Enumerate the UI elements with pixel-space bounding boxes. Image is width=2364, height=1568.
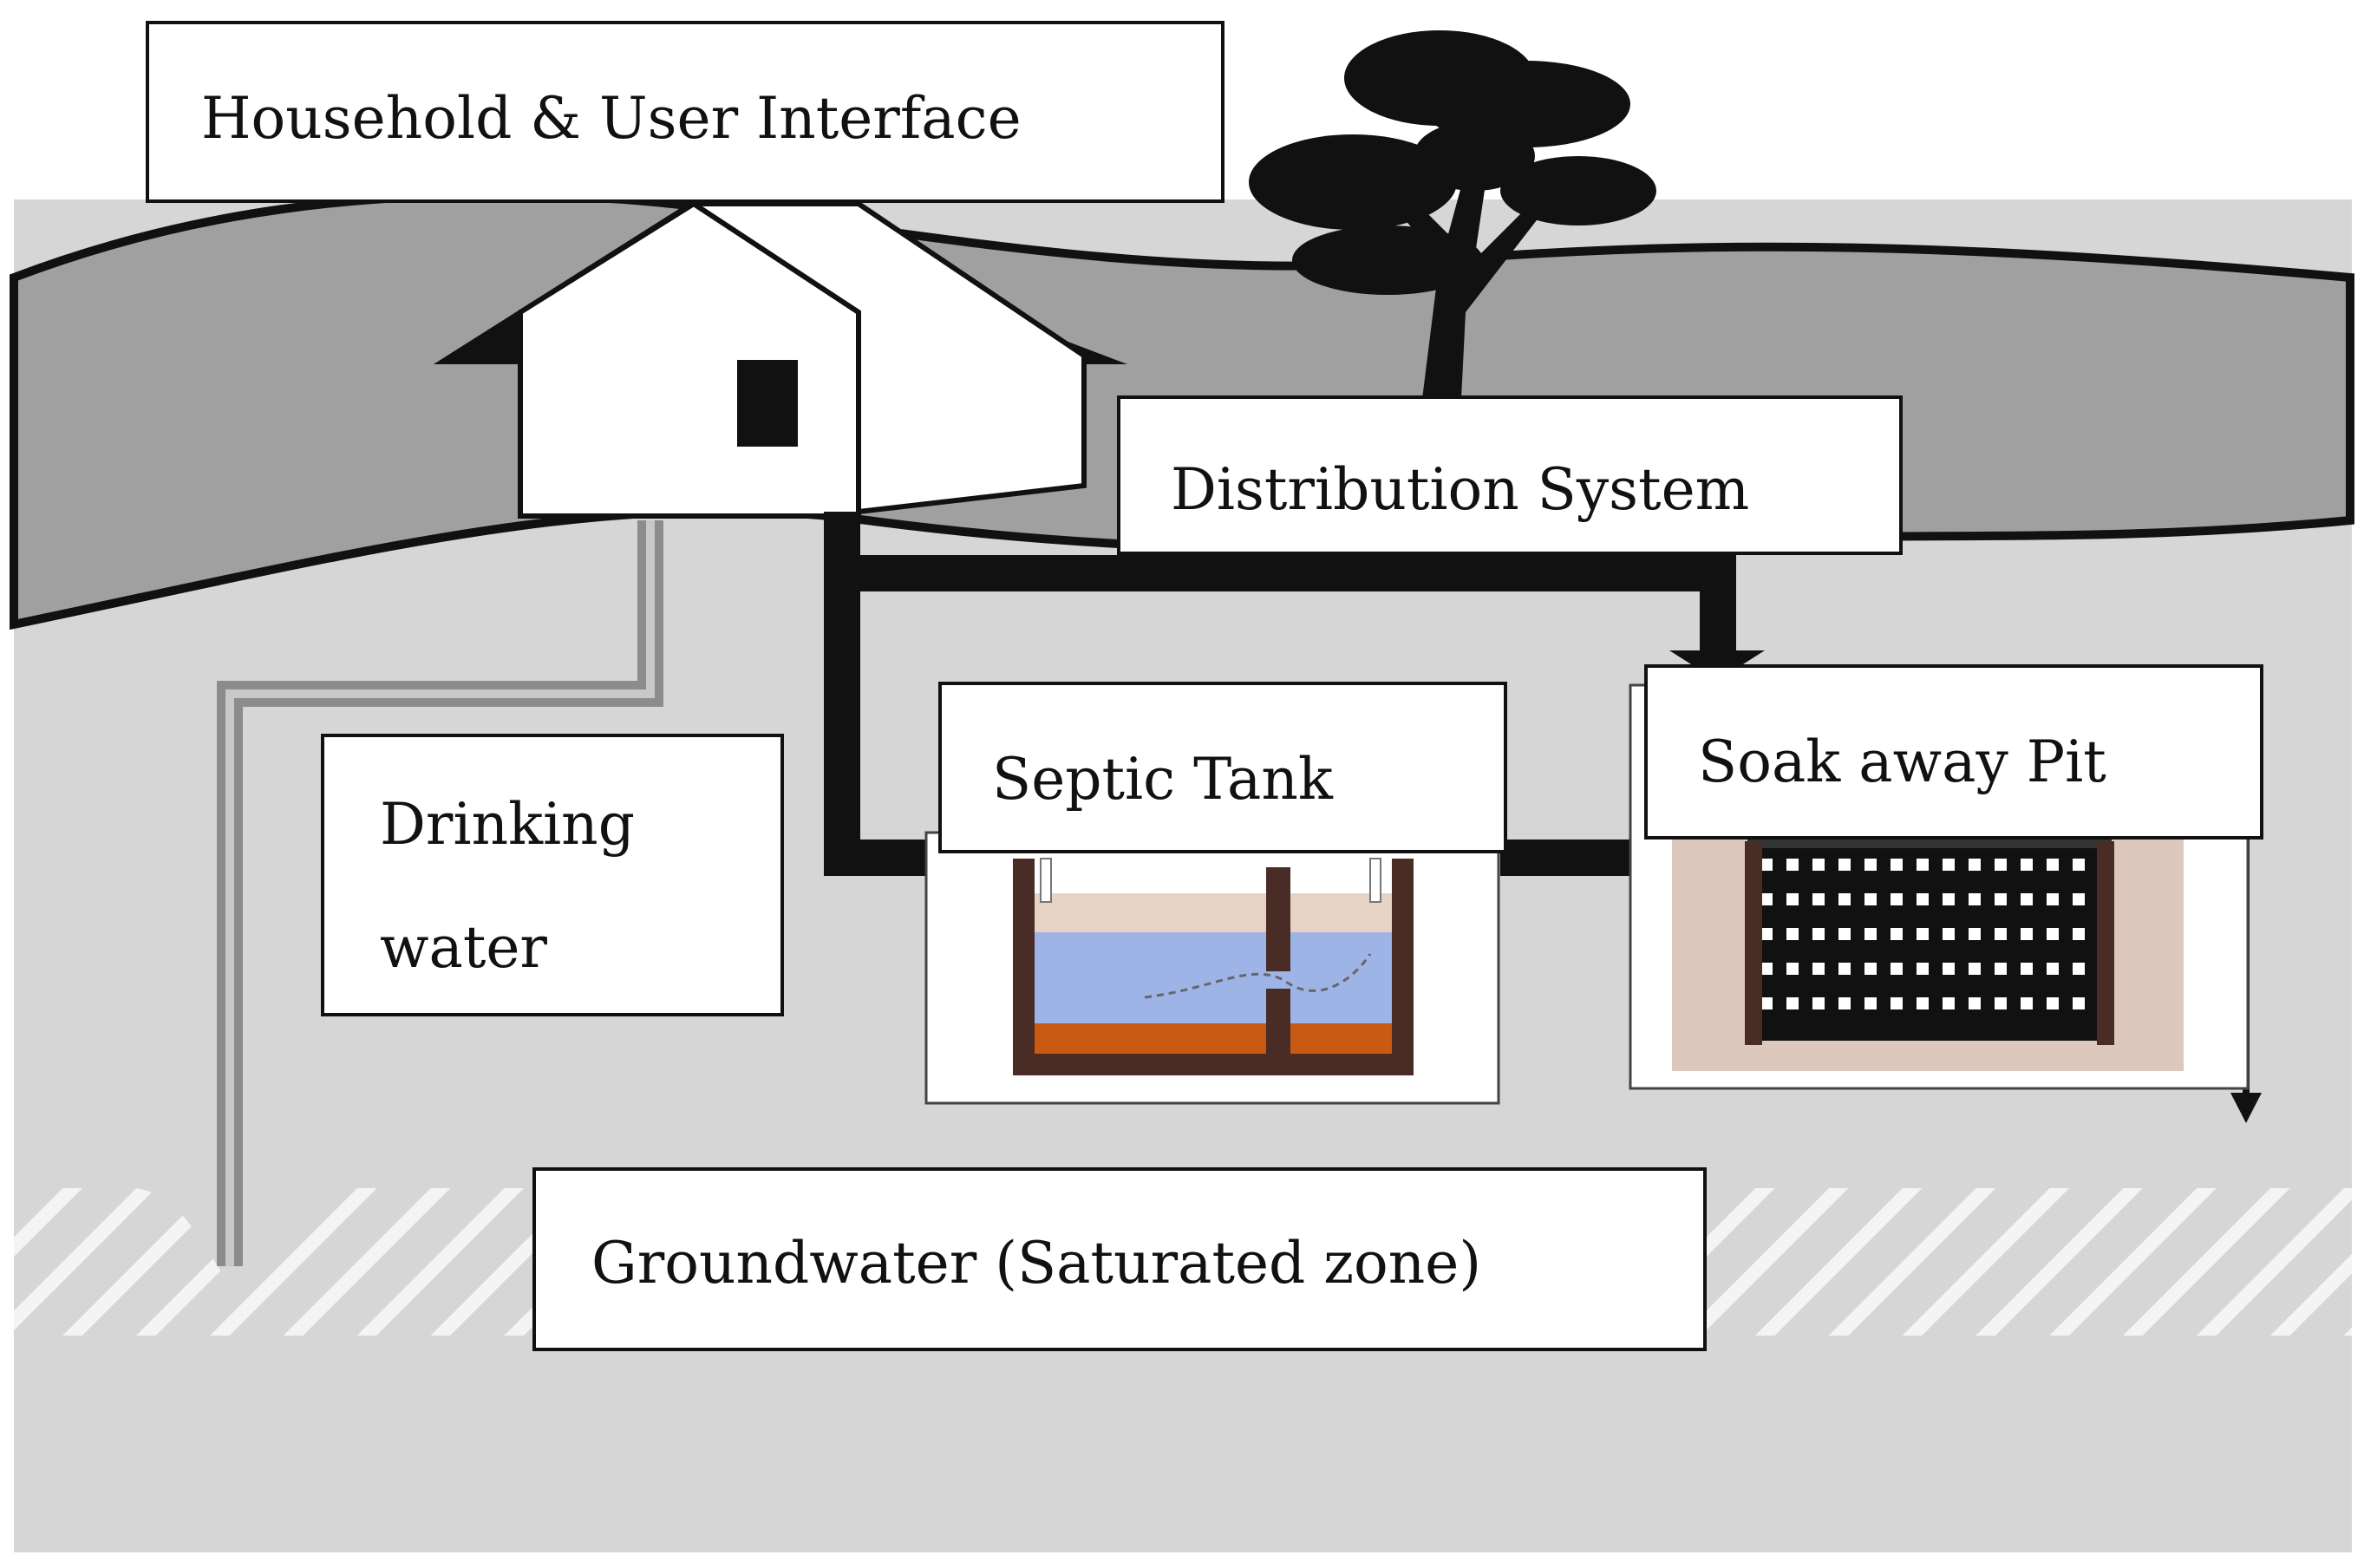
septic-tank-label-box: Septic Tank <box>938 682 1507 853</box>
household-label: Household & User Interface <box>201 85 1022 152</box>
drinking-water-label-box: Drinking water <box>321 734 784 1016</box>
soak-away-pit-label-box: Soak away Pit <box>1644 664 2263 840</box>
septic-tank-label: Septic Tank <box>992 746 1333 813</box>
septic-tank-illustration <box>924 831 1500 1105</box>
drinking-water-label-line2: water <box>380 914 547 981</box>
distribution-pipes <box>824 512 2262 1123</box>
tree-icon <box>1249 30 1656 399</box>
household-label-box: Household & User Interface <box>146 21 1224 203</box>
distribution-label: Distribution System <box>1171 456 1750 523</box>
soak-away-pit-label: Soak away Pit <box>1698 728 2106 795</box>
groundwater-label: Groundwater (Saturated zone) <box>591 1230 1482 1297</box>
drinking-water-label-line1: Drinking <box>380 791 635 858</box>
bedrock <box>14 1336 2352 1552</box>
soak-away-pit-illustration <box>1629 683 2250 1090</box>
gravel-pattern <box>1760 859 2085 1009</box>
distribution-label-box: Distribution System <box>1117 395 1903 555</box>
groundwater-label-box: Groundwater (Saturated zone) <box>532 1167 1707 1351</box>
